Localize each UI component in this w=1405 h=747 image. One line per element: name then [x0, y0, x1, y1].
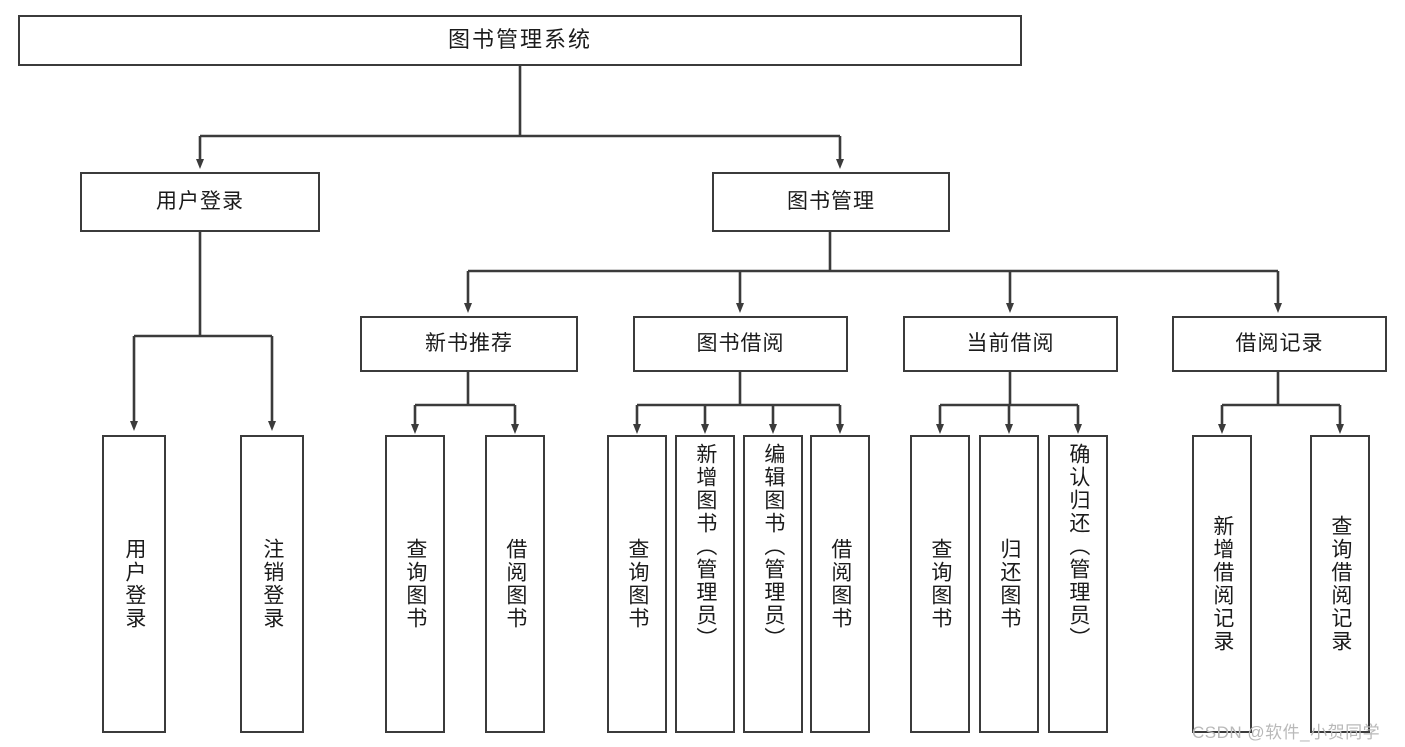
node-user-login-label: 用户登录 [156, 190, 244, 214]
leaf-borrow-add-book-admin[interactable]: 新增图书（管理员） [675, 435, 735, 733]
leaf-label: 查询借阅记录 [1328, 515, 1352, 653]
leaf-new-book-query-book[interactable]: 查询图书 [385, 435, 445, 733]
node-user-login[interactable]: 用户登录 [80, 172, 320, 232]
leaf-label: 查询图书 [928, 538, 952, 630]
leaf-current-query-book[interactable]: 查询图书 [910, 435, 970, 733]
leaf-label: 查询图书 [625, 538, 649, 630]
node-book-management-label: 图书管理 [787, 190, 875, 214]
leaf-user-login-signout[interactable]: 注销登录 [240, 435, 304, 733]
leaf-borrow-borrow-book[interactable]: 借阅图书 [810, 435, 870, 733]
leaf-label: 新增借阅记录 [1210, 515, 1234, 653]
leaf-label: 归还图书 [997, 538, 1021, 630]
node-current-borrow[interactable]: 当前借阅 [903, 316, 1118, 372]
leaf-borrow-edit-book-admin[interactable]: 编辑图书（管理员） [743, 435, 803, 733]
leaf-label: 用户登录 [122, 538, 146, 630]
node-current-borrow-label: 当前借阅 [966, 332, 1055, 356]
node-new-book-recommend-label: 新书推荐 [425, 332, 513, 356]
node-root-label: 图书管理系统 [447, 27, 592, 53]
leaf-record-add-record[interactable]: 新增借阅记录 [1192, 435, 1252, 733]
node-root-system[interactable]: 图书管理系统 [18, 15, 1022, 66]
node-book-borrow-label: 图书借阅 [696, 332, 785, 356]
node-borrow-record[interactable]: 借阅记录 [1172, 316, 1387, 372]
leaf-record-query-record[interactable]: 查询借阅记录 [1310, 435, 1370, 733]
leaf-current-return-book[interactable]: 归还图书 [979, 435, 1039, 733]
node-book-management[interactable]: 图书管理 [712, 172, 950, 232]
leaf-new-book-borrow-book[interactable]: 借阅图书 [485, 435, 545, 733]
node-new-book-recommend[interactable]: 新书推荐 [360, 316, 578, 372]
leaf-current-confirm-return-admin[interactable]: 确认归还（管理员） [1048, 435, 1108, 733]
leaf-user-login-signin[interactable]: 用户登录 [102, 435, 166, 733]
node-borrow-record-label: 借阅记录 [1235, 332, 1324, 356]
leaf-label: 编辑图书（管理员） [761, 443, 785, 650]
leaf-label: 借阅图书 [503, 538, 527, 630]
csdn-watermark: CSDN @软件_小贺同学 [1192, 723, 1381, 742]
leaf-label: 注销登录 [260, 538, 284, 630]
leaf-label: 新增图书（管理员） [693, 443, 717, 650]
leaf-borrow-query-book[interactable]: 查询图书 [607, 435, 667, 733]
node-book-borrow[interactable]: 图书借阅 [633, 316, 848, 372]
leaf-label: 借阅图书 [828, 538, 852, 630]
leaf-label: 确认归还（管理员） [1066, 443, 1090, 650]
leaf-label: 查询图书 [403, 538, 427, 630]
